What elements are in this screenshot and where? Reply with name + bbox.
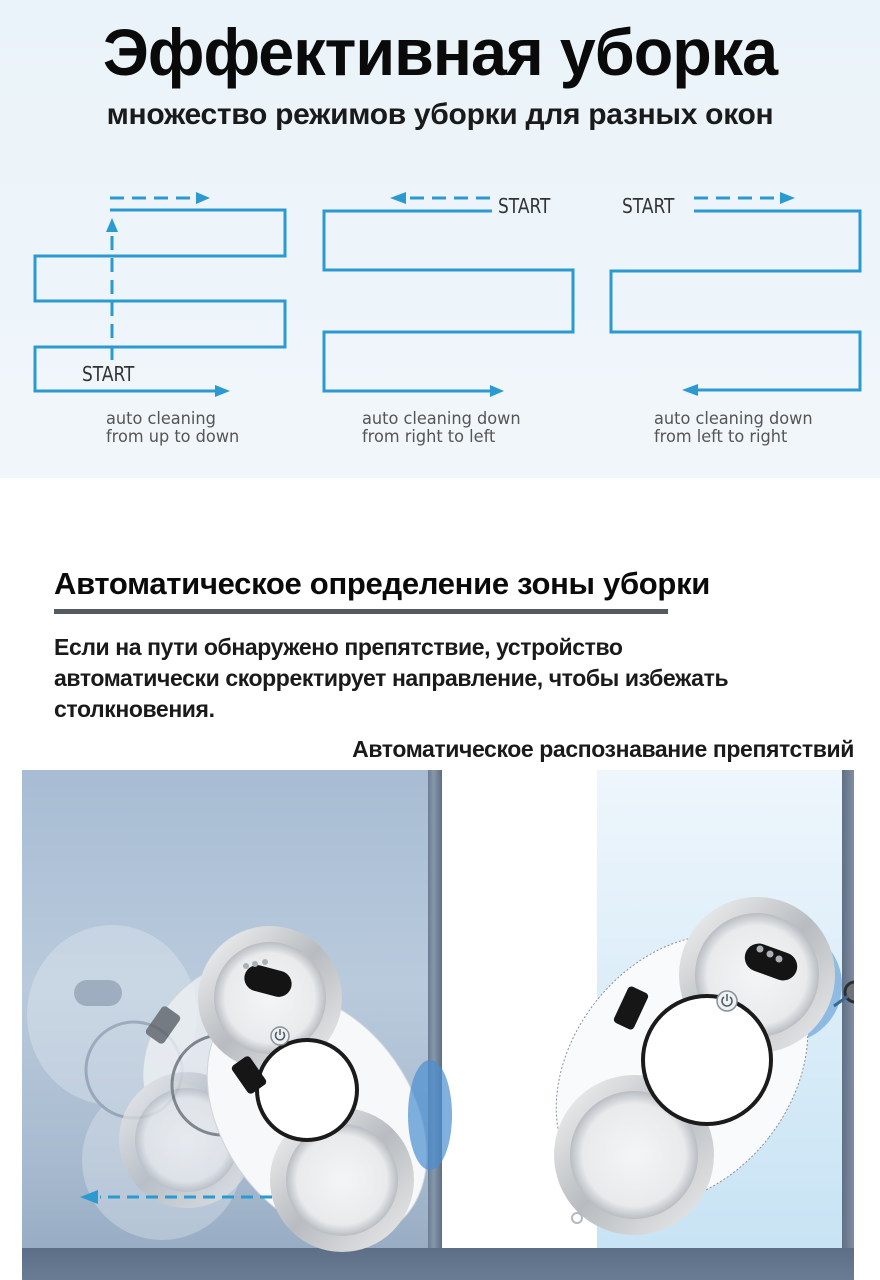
mode-caption-line1: auto cleaning down [362,409,521,429]
robot-main-left-icon [198,926,428,1252]
zigzag-path-icon [322,192,575,397]
start-label: START [498,194,551,218]
title-underline-divider [54,609,668,614]
section-title: Автоматическое определение зоны уборки [54,566,711,601]
display-icon [244,965,292,997]
direction-arrow-left-icon [80,1190,272,1204]
page-subtitle: множество режимов уборки для разных окон [106,98,774,131]
power-icon [270,1026,290,1046]
start-label: START [82,362,135,386]
mode-diagram-up-to-down: START auto cleaning from up to down [20,170,310,460]
cleaning-modes-panel: Эффективная уборка множество режимов убо… [0,0,880,478]
display-icon [744,943,798,981]
mode-diagram-right-to-left: START auto cleaning down from right to l… [310,170,600,460]
window-robot-illustration [22,770,854,1280]
mode-caption-line1: auto cleaning down [654,409,813,429]
zigzag-path-icon [33,192,287,397]
illustration-caption: Автоматическое распознавание препятствий [352,736,854,762]
zigzag-path-icon [609,192,862,396]
robot-illustrations [27,897,854,1252]
window-frame-right [842,770,854,1248]
mode-caption-line2: from up to down [106,427,240,447]
mode-caption-line2: from right to left [362,427,496,447]
robot-main-right-icon [554,897,854,1235]
window-sill [22,1248,854,1280]
mode-caption-line2: from left to right [654,427,788,447]
page-title: Эффективная уборка [102,15,778,89]
start-label: START [622,194,675,218]
mode-caption-line1: auto cleaning [106,409,216,429]
mode-diagram-left-to-right: START auto cleaning down from left to ri… [590,170,880,460]
section-description: Если на пути обнаружено препятствие, уст… [54,634,729,722]
